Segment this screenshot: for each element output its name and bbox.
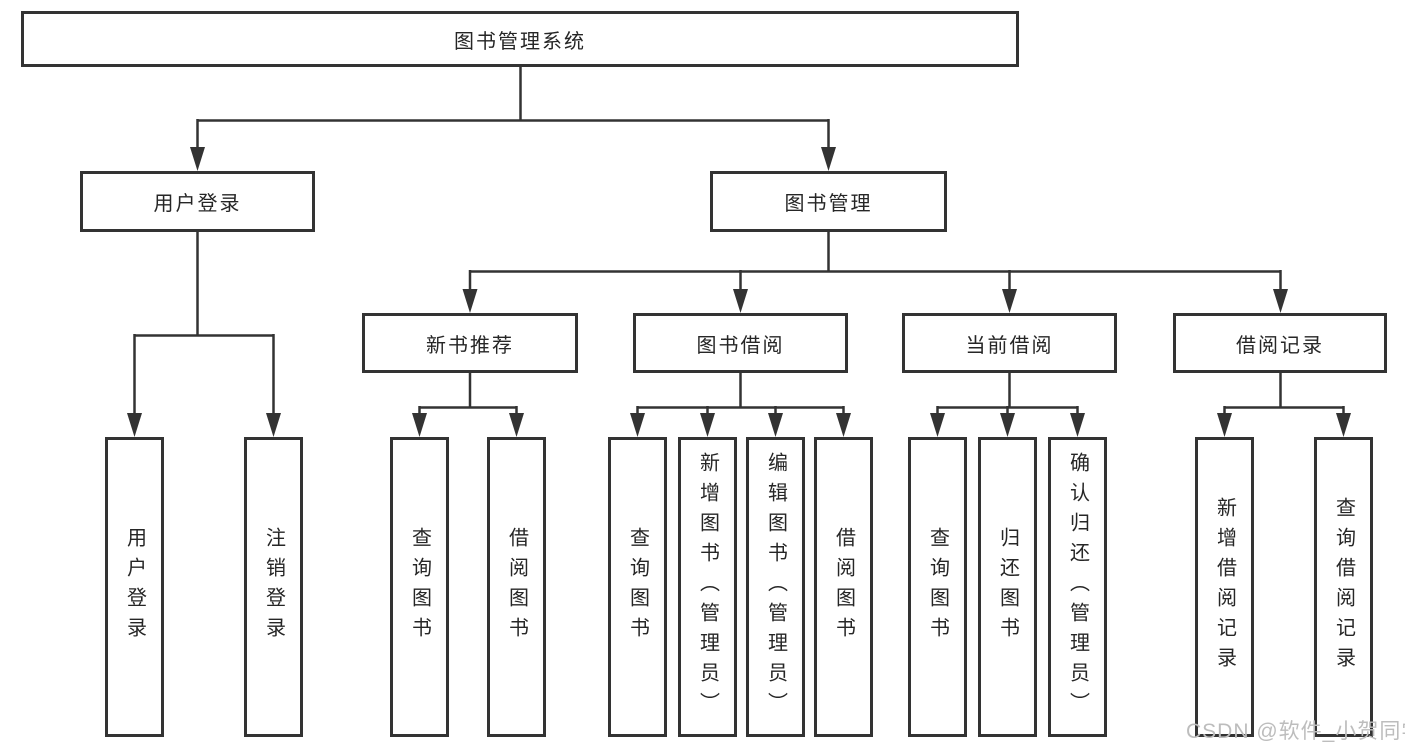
node-leaf-rcd-query-record: 查询借阅记录: [1314, 437, 1373, 737]
node-leaf-bor-query-book: 查询图书: [608, 437, 667, 737]
node-user-login: 用户登录: [80, 171, 315, 232]
node-leaf-bor-add-book: 新增图书（管理员）: [678, 437, 737, 737]
node-current-borrowing: 当前借阅: [902, 313, 1117, 373]
node-label: 用户登录: [153, 193, 242, 215]
node-label: 借阅图书: [832, 527, 855, 647]
node-label: 编辑图书（管理员）: [764, 452, 787, 722]
node-borrowing-records: 借阅记录: [1173, 313, 1387, 373]
node-label: 查询图书: [626, 527, 649, 647]
node-leaf-cur-return-book: 归还图书: [978, 437, 1037, 737]
node-label: 用户登录: [123, 527, 146, 647]
node-label: 图书管理: [784, 193, 873, 215]
node-label: 确认归还（管理员）: [1066, 452, 1089, 722]
node-leaf-logout: 注销登录: [244, 437, 303, 737]
node-book-borrowing: 图书借阅: [633, 313, 848, 373]
node-new-book-recommendation: 新书推荐: [362, 313, 578, 373]
node-leaf-bor-borrow-book: 借阅图书: [814, 437, 873, 737]
node-label: 查询图书: [408, 527, 431, 647]
node-leaf-cur-confirm-return: 确认归还（管理员）: [1048, 437, 1107, 737]
node-leaf-bor-edit-book: 编辑图书（管理员）: [746, 437, 805, 737]
node-leaf-user-login: 用户登录: [105, 437, 164, 737]
node-label: 新书推荐: [426, 334, 514, 357]
node-label: 借阅图书: [505, 527, 528, 647]
node-label: 图书管理系统: [454, 30, 586, 53]
node-label: 新增图书（管理员）: [696, 452, 719, 722]
node-leaf-rcd-add-record: 新增借阅记录: [1195, 437, 1254, 737]
node-label: 查询借阅记录: [1332, 497, 1355, 677]
node-leaf-cur-query-book: 查询图书: [908, 437, 967, 737]
node-book-management: 图书管理: [710, 171, 947, 232]
node-label: 归还图书: [996, 527, 1019, 647]
node-leaf-rec-query-book: 查询图书: [390, 437, 449, 737]
node-root-system: 图书管理系统: [21, 11, 1019, 67]
node-label: 新增借阅记录: [1213, 497, 1236, 677]
node-label: 注销登录: [262, 527, 285, 647]
node-leaf-rec-borrow-book: 借阅图书: [487, 437, 546, 737]
csdn-watermark: CSDN @软件_小贺同学: [1186, 720, 1405, 743]
node-label: 借阅记录: [1236, 334, 1324, 357]
node-label: 查询图书: [926, 527, 949, 647]
node-label: 图书借阅: [696, 334, 785, 357]
node-label: 当前借阅: [965, 334, 1054, 357]
